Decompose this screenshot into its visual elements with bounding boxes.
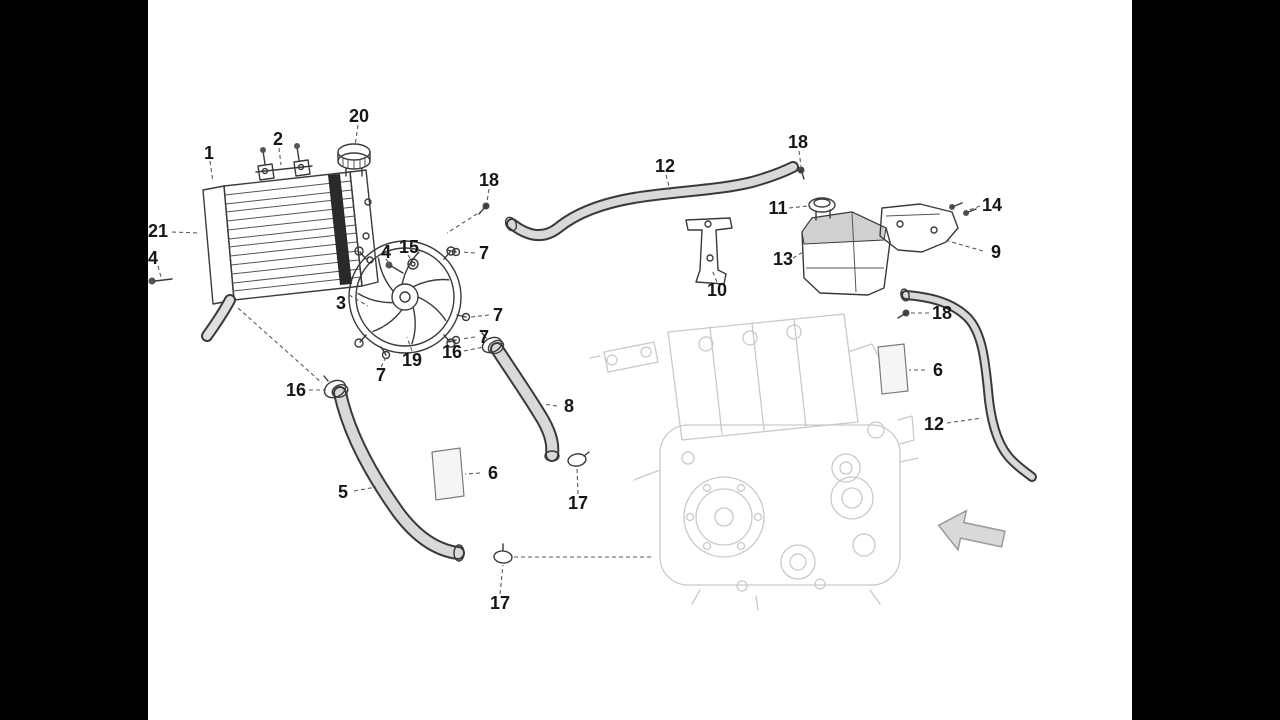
cooling-fan <box>348 240 462 354</box>
callout-5: 5 <box>338 482 348 502</box>
callout-2: 2 <box>273 129 283 149</box>
screws-7 <box>380 247 471 360</box>
thermo-switch <box>407 258 419 270</box>
tank-bracket-guard <box>879 203 959 253</box>
callout-15: 15 <box>399 237 419 257</box>
callout-8: 8 <box>564 396 574 416</box>
callout-20: 20 <box>349 106 369 126</box>
screws-14 <box>949 202 977 216</box>
hose-overflow-right <box>900 288 1037 482</box>
radiator <box>201 169 379 342</box>
mount-bracket-10 <box>685 217 733 285</box>
callout-13: 13 <box>773 249 793 269</box>
direction-arrow <box>937 509 1006 552</box>
callout-9: 9 <box>991 242 1001 262</box>
radiator-filler-cap <box>337 143 371 177</box>
callout-18: 18 <box>932 303 952 323</box>
callout-17: 17 <box>490 593 510 613</box>
hose-lower-left <box>331 384 465 562</box>
engine-ghost-outline <box>589 313 919 611</box>
tank-cap <box>808 197 836 213</box>
hose-clamp-17-mid <box>567 451 590 467</box>
screws-4 <box>148 261 404 285</box>
callout-4: 4 <box>381 242 391 262</box>
callout-7: 7 <box>479 243 489 263</box>
callout-18: 18 <box>788 132 808 152</box>
hose-clamp-17-bottom <box>493 543 513 564</box>
callout-17: 17 <box>568 493 588 513</box>
callout-18: 18 <box>479 170 499 190</box>
sticker-6-right <box>877 343 909 395</box>
callout-6: 6 <box>488 463 498 483</box>
bolt-18-right-mid <box>897 309 910 319</box>
hose-clamp-16-left <box>323 375 347 399</box>
sticker-6-left <box>431 447 465 501</box>
callout-11: 11 <box>768 198 787 218</box>
callout-12: 12 <box>924 414 944 434</box>
hose-clamp-16-mid <box>481 332 503 354</box>
callout-19: 19 <box>402 350 422 370</box>
radiator-top-brackets <box>255 143 313 181</box>
diagram-paper <box>148 0 1132 720</box>
expansion-tank <box>801 209 891 296</box>
callout-16: 16 <box>286 380 306 400</box>
hose-top-long <box>504 161 799 241</box>
callout-12: 12 <box>655 156 675 176</box>
callout-21: 21 <box>148 221 168 241</box>
bolt-18-top-right <box>797 166 805 180</box>
callout-7: 7 <box>493 305 503 325</box>
callout-4: 4 <box>148 248 158 268</box>
callout-3: 3 <box>336 293 346 313</box>
callout-1: 1 <box>204 143 214 163</box>
callout-16: 16 <box>442 342 462 362</box>
callout-10: 10 <box>707 280 727 300</box>
callout-7: 7 <box>479 327 489 347</box>
hose-fan-to-engine <box>487 339 560 462</box>
leader-lines <box>157 124 984 595</box>
callout-6: 6 <box>933 360 943 380</box>
callout-14: 14 <box>982 195 1002 215</box>
callout-7: 7 <box>376 365 386 385</box>
radiator-dark-band <box>328 174 352 285</box>
